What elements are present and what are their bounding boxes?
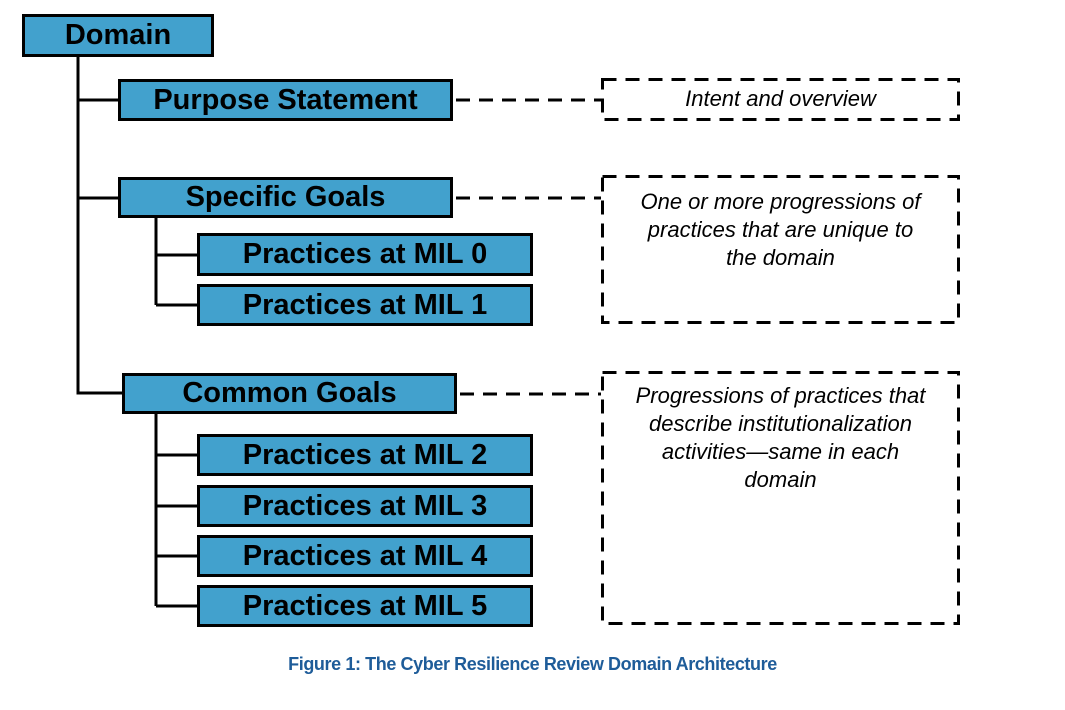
node-common-goals-label: Common Goals	[182, 377, 397, 409]
node-practices-mil-4: Practices at MIL 4	[197, 535, 533, 577]
node-practices-mil-1: Practices at MIL 1	[197, 284, 533, 326]
node-purpose-statement: Purpose Statement	[118, 79, 453, 121]
node-purpose-statement-label: Purpose Statement	[153, 83, 418, 116]
note-specific-line-3: the domain	[726, 245, 835, 270]
note-purpose-text: Intent and overview	[685, 86, 876, 111]
figure-caption: Figure 1: The Cyber Resilience Review Do…	[288, 654, 777, 674]
note-specific-line-2: practices that are unique to	[647, 217, 914, 242]
note-specific: One or more progressions of practices th…	[601, 188, 960, 272]
note-common-line-2: describe institutionalization	[649, 411, 912, 436]
node-specific-goals: Specific Goals	[118, 177, 453, 218]
note-common-line-1: Progressions of practices that	[635, 383, 926, 408]
note-common-line-3: activities—same in each	[661, 439, 900, 464]
node-practices-mil-2: Practices at MIL 2	[197, 434, 533, 476]
node-practices-mil-2-label: Practices at MIL 2	[242, 438, 488, 471]
node-practices-mil-5: Practices at MIL 5	[197, 585, 533, 627]
note-specific-line-1: One or more progressions of	[640, 189, 921, 214]
node-practices-mil-0-label: Practices at MIL 0	[242, 238, 488, 270]
trunk-line	[76, 55, 122, 395]
note-common: Progressions of practices that describe …	[601, 382, 960, 494]
common-note-border	[601, 371, 960, 625]
node-practices-mil-3-label: Practices at MIL 3	[242, 489, 488, 522]
note-purpose: Intent and overview	[601, 78, 960, 120]
node-domain: Domain	[22, 14, 214, 57]
node-common-goals: Common Goals	[122, 373, 457, 414]
node-practices-mil-3: Practices at MIL 3	[197, 485, 533, 527]
node-domain-label: Domain	[64, 19, 172, 51]
node-practices-mil-0: Practices at MIL 0	[197, 233, 533, 276]
node-practices-mil-4-label: Practices at MIL 4	[242, 539, 488, 572]
node-practices-mil-5-label: Practices at MIL 5	[242, 589, 488, 622]
node-practices-mil-1-label: Practices at MIL 1	[242, 288, 488, 321]
specific-note-border	[601, 175, 960, 324]
purpose-note-border	[601, 78, 960, 121]
node-specific-goals-label: Specific Goals	[185, 181, 386, 213]
note-common-line-4: domain	[744, 467, 817, 492]
